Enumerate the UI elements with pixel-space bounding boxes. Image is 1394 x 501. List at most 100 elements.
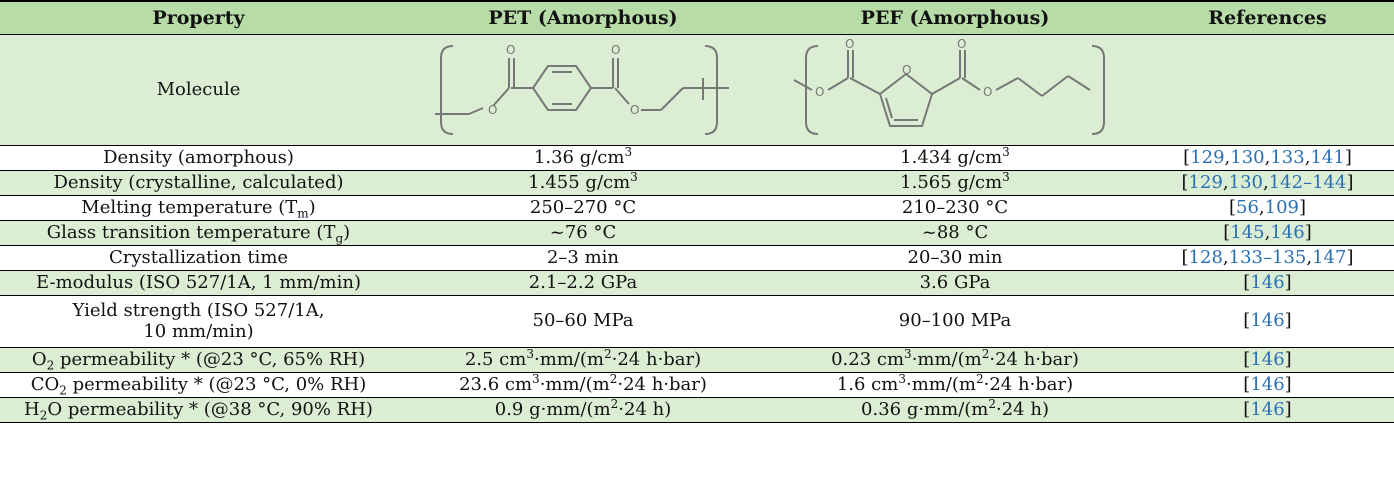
- ref-link[interactable]: 142–144: [1268, 171, 1347, 193]
- references-cell: [146]: [1141, 270, 1394, 296]
- ref-link[interactable]: 109: [1264, 196, 1299, 218]
- pef-value-cell: 0.36 g·mm/(m2·24 h): [769, 397, 1141, 423]
- header-property: Property: [0, 0, 397, 35]
- subscript: m: [297, 206, 309, 221]
- superscript: 3: [1002, 169, 1010, 184]
- value-text: ·24 h·bar): [983, 373, 1074, 395]
- pet-structure-cell: O O O O: [397, 34, 769, 146]
- ref-link[interactable]: 56: [1236, 196, 1259, 218]
- property-text: Glass transition temperature (T: [46, 221, 336, 243]
- property-cell: Density (amorphous): [0, 145, 397, 171]
- property-cell: Yield strength (ISO 527/1A,10 mm/min): [0, 295, 397, 348]
- ref-link[interactable]: 128: [1188, 246, 1223, 268]
- value-text: 2.5 cm: [464, 348, 527, 370]
- table-row: Density (crystalline, calculated) 1.455 …: [0, 169, 1394, 196]
- svg-text:O: O: [845, 38, 854, 51]
- pef-value-cell: 90–100 MPa: [769, 295, 1141, 348]
- superscript: 3: [898, 371, 906, 386]
- ref-link[interactable]: 129: [1188, 171, 1223, 193]
- references-cell: [129,130,133,141]: [1141, 145, 1394, 171]
- header-pef: PEF (Amorphous): [769, 0, 1141, 35]
- ref-link[interactable]: 133: [1270, 146, 1305, 168]
- pet-value-cell: 250–270 °C: [397, 195, 769, 221]
- svg-text:O: O: [611, 43, 620, 57]
- svg-text:O: O: [902, 63, 911, 77]
- value-text: 1.565 g/cm: [900, 171, 1003, 193]
- ref-link[interactable]: 146: [1270, 221, 1305, 243]
- property-cell: O2 permeability * (@23 °C, 65% RH): [0, 347, 397, 373]
- references-cell: [146]: [1141, 295, 1394, 348]
- pet-value-cell: 2.1–2.2 GPa: [397, 270, 769, 296]
- property-text-end: O permeability * (@38 °C, 90% RH): [47, 398, 373, 420]
- superscript: 2: [603, 346, 612, 361]
- pef-structure-cell: O O O O O: [769, 34, 1141, 146]
- ref-link[interactable]: 129: [1190, 146, 1225, 168]
- property-cell: Molecule: [0, 34, 397, 146]
- pet-value-cell: 1.36 g/cm3: [397, 144, 769, 171]
- superscript: 3: [624, 144, 633, 159]
- pet-value-cell: 23.6 cm3·mm/(m2·24 h·bar): [397, 372, 769, 398]
- value-text: 1.6 cm: [836, 373, 899, 395]
- ref-link[interactable]: 146: [1250, 348, 1285, 370]
- property-cell: E-modulus (ISO 527/1A, 1 mm/min): [0, 270, 397, 296]
- value-text: ·24 h·bar): [611, 348, 702, 370]
- value-text: 0.36 g·mm/(m: [861, 398, 989, 420]
- ref-link[interactable]: 145: [1230, 221, 1265, 243]
- property-text: O: [31, 348, 47, 370]
- pet-molecule-structure-icon: O O O O: [435, 43, 729, 135]
- ref-link[interactable]: 133–135: [1228, 246, 1307, 268]
- property-text-end: ): [343, 221, 351, 243]
- property-cell: CO2 permeability * (@23 °C, 0% RH): [0, 372, 397, 398]
- pef-value-cell: 20–30 min: [769, 245, 1141, 271]
- property-cell: H2O permeability * (@38 °C, 90% RH): [0, 397, 397, 423]
- table-row: E-modulus (ISO 527/1A, 1 mm/min) 2.1–2.2…: [0, 270, 1394, 296]
- value-text: ·mm/(m: [539, 373, 610, 395]
- ref-link[interactable]: 146: [1250, 373, 1285, 395]
- value-text: 1.434 g/cm: [900, 146, 1003, 168]
- value-text: 1.36 g/cm: [533, 146, 625, 168]
- ref-link[interactable]: 130: [1228, 171, 1263, 193]
- table-row: Melting temperature (Tm) 250–270 °C 210–…: [0, 195, 1394, 221]
- svg-text:O: O: [630, 103, 639, 117]
- value-text: ·mm/(m: [911, 348, 982, 370]
- table-row: Yield strength (ISO 527/1A,10 mm/min) 50…: [0, 295, 1394, 348]
- ref-link[interactable]: 141: [1310, 146, 1345, 168]
- ref-link[interactable]: 146: [1250, 271, 1285, 293]
- table-row: Crystallization time 2–3 min 20–30 min […: [0, 245, 1394, 271]
- value-text: 0.23 cm: [831, 348, 905, 370]
- superscript: 3: [526, 346, 534, 361]
- svg-text:O: O: [815, 85, 824, 99]
- superscript: 2: [975, 371, 984, 386]
- header-references: References: [1141, 0, 1394, 35]
- table-row: O2 permeability * (@23 °C, 65% RH) 2.5 c…: [0, 346, 1394, 373]
- property-text: H: [24, 398, 40, 420]
- value-text: ·24 h·bar): [989, 348, 1079, 370]
- references-cell: [145,146]: [1141, 220, 1394, 246]
- references-cell: [146]: [1141, 397, 1394, 423]
- references-cell: [56,109]: [1141, 195, 1394, 221]
- pef-molecule-structure-icon: O O O O O: [793, 38, 1105, 135]
- references-cell: [129,130,142–144]: [1141, 170, 1394, 196]
- table-row: CO2 permeability * (@23 °C, 0% RH) 23.6 …: [0, 371, 1394, 398]
- property-text: CO: [30, 373, 60, 395]
- property-text: Melting temperature (T: [81, 196, 298, 218]
- property-text-line1: Yield strength (ISO 527/1A,: [72, 299, 325, 321]
- pet-value-cell: 1.455 g/cm3: [397, 169, 769, 196]
- superscript: 3: [630, 169, 638, 184]
- subscript: 2: [39, 408, 48, 423]
- pef-value-cell: ~88 °C: [769, 220, 1141, 246]
- value-text: ·mm/(m: [905, 373, 976, 395]
- references-cell: [146]: [1141, 372, 1394, 398]
- property-cell: Crystallization time: [0, 245, 397, 271]
- property-cell: Glass transition temperature (Tg): [0, 220, 397, 246]
- ref-link[interactable]: 147: [1312, 246, 1347, 268]
- ref-link[interactable]: 130: [1230, 146, 1265, 168]
- property-cell: Melting temperature (Tm): [0, 195, 397, 221]
- pet-value-cell: 50–60 MPa: [397, 295, 769, 348]
- ref-link[interactable]: 146: [1250, 310, 1285, 332]
- table-row: Molecule: [0, 34, 1394, 146]
- ref-link[interactable]: 146: [1250, 398, 1285, 420]
- pef-value-cell: 3.6 GPa: [769, 270, 1141, 296]
- table-row: H2O permeability * (@38 °C, 90% RH) 0.9 …: [0, 397, 1394, 423]
